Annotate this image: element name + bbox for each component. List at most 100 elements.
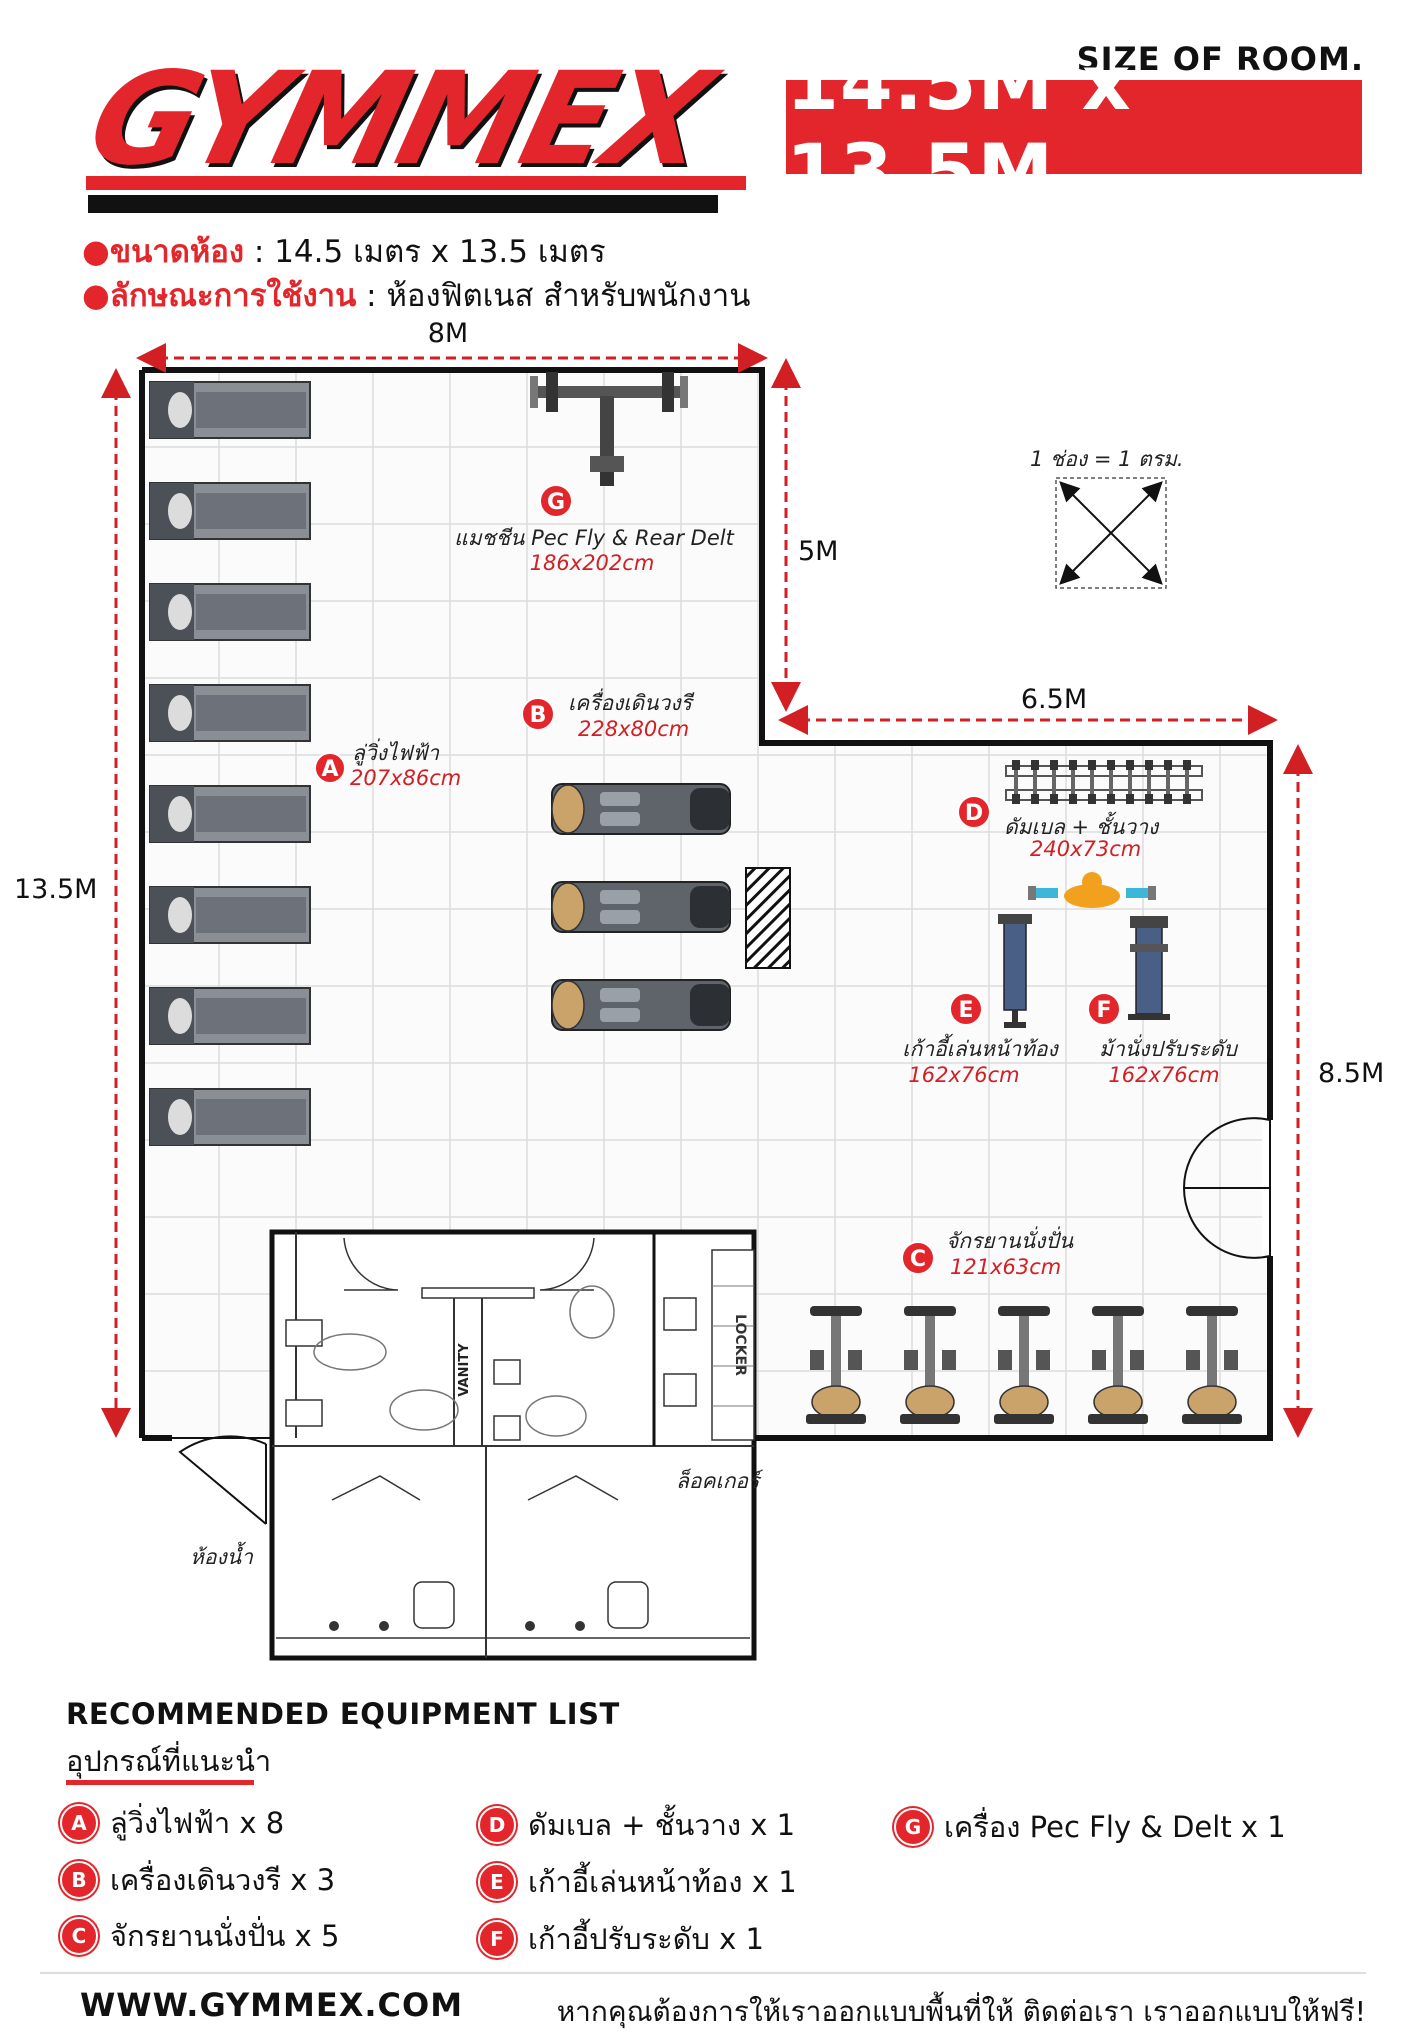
usage-text: : ห้องฟิตเนส สำหรับพนักงาน: [366, 278, 751, 314]
label-e: E เก้าอี้เล่นหน้าท้อง 162x76cm: [902, 992, 1059, 1087]
spin-bike: [806, 1306, 866, 1424]
spin-bike: [994, 1306, 1054, 1424]
dimension-top: 8M: [136, 320, 768, 373]
treadmill: [149, 482, 311, 540]
list-item-text: เก้าอี้เล่นหน้าท้อง x 1: [528, 1865, 797, 1899]
ab-bench-dim: 162x76cm: [908, 1063, 1019, 1087]
svg-text:E: E: [958, 998, 973, 1023]
logo-wordmark: GYMMEX: [75, 45, 723, 194]
toilet-label: ห้องน้ำ: [190, 1541, 254, 1569]
list-item-text: เครื่องเดินวงรี x 3: [110, 1863, 336, 1897]
list-item-text: ลู่วิ่งไฟฟ้า x 8: [110, 1806, 285, 1840]
badge-f: F: [478, 1920, 516, 1958]
room-size-value: 14.5M x 13.5M: [786, 38, 1132, 216]
pec-fly-label: แมชชีน Pec Fly & Rear Delt: [454, 526, 734, 550]
treadmill-label: ลู่วิ่งไฟฟ้า: [352, 738, 440, 766]
ab-bench: [998, 914, 1032, 1028]
badge-g: G: [894, 1808, 932, 1846]
dumbbell-dim: 240x73cm: [1030, 837, 1141, 861]
equipment-list-subtitle: อุปกรณ์ที่แนะนำ: [66, 1744, 272, 1778]
badge-e: E: [478, 1863, 516, 1901]
dumbbell-icon: [1145, 760, 1153, 804]
room-size-text: : 14.5 เมตร x 13.5 เมตร: [253, 234, 606, 270]
dimension-left: 13.5M: [14, 368, 131, 1438]
dumbbell-icon: [1012, 760, 1020, 804]
svg-text:F: F: [1096, 998, 1111, 1023]
logo-red-bar: [86, 176, 746, 190]
svg-text:C: C: [910, 1247, 926, 1272]
bike-group: [806, 1306, 1242, 1424]
locker-text: LOCKER: [732, 1314, 748, 1376]
list-item-text: เครื่อง Pec Fly & Delt x 1: [944, 1810, 1286, 1844]
toilet-door: [172, 1435, 272, 1525]
list-item-d: D ดัมเบล + ชั้นวาง x 1: [478, 1802, 795, 1848]
list-item-text: จักรยานนั่งปั่น x 5: [110, 1919, 340, 1953]
vanity-label: VANITY: [457, 1343, 472, 1397]
list-item-text: เก้าอี้ปรับระดับ x 1: [528, 1922, 765, 1956]
treadmill: [149, 987, 311, 1045]
svg-text:B: B: [530, 703, 547, 728]
label-a: A ลู่วิ่งไฟฟ้า 207x86cm: [314, 738, 461, 790]
info-usage: ●ลักษณะการใช้งาน : ห้องฟิตเนส สำหรับพนัก…: [82, 276, 751, 315]
bike-label: จักรยานนั่งปั่น: [946, 1226, 1074, 1253]
elliptical-label: เครื่องเดินวงรี: [568, 688, 695, 715]
elliptical: [551, 979, 731, 1031]
dumbbell-icon: [1088, 760, 1096, 804]
bathroom-block: VANITY: [269, 1229, 757, 1661]
bike-dim: 121x63cm: [950, 1255, 1061, 1279]
elliptical: [551, 881, 731, 933]
list-item-e: E เก้าอี้เล่นหน้าท้อง x 1: [478, 1859, 797, 1905]
treadmill-group: [149, 381, 311, 1146]
footer-divider: [40, 1972, 1366, 1974]
dumbbell-icon: [1164, 760, 1172, 804]
list-item-g: G เครื่อง Pec Fly & Delt x 1: [894, 1804, 1286, 1850]
list-item-b: B เครื่องเดินวงรี x 3: [60, 1857, 335, 1903]
treadmill: [149, 785, 311, 843]
person-lifting-icon: [1028, 872, 1156, 908]
dimension-mid: 6.5M: [778, 684, 1278, 735]
dumbbell-icon: [1069, 760, 1077, 804]
list-item-c: C จักรยานนั่งปั่น x 5: [60, 1913, 340, 1959]
label-c: C จักรยานนั่งปั่น 121x63cm: [901, 1226, 1074, 1279]
dumbbell-icon: [1050, 760, 1058, 804]
spin-bike: [900, 1306, 960, 1424]
title-underline: [66, 1780, 254, 1785]
ab-bench-label: เก้าอี้เล่นหน้าท้อง: [902, 1033, 1059, 1061]
dumbbell-icon: [1183, 760, 1191, 804]
size-of-room-label: SIZE OF ROOM.: [1076, 40, 1364, 78]
website-link[interactable]: WWW.GYMMEX.COM: [80, 1986, 464, 2024]
dim-6-5m: 6.5M: [1021, 684, 1087, 715]
label-d: D ดัมเบล + ชั้นวาง 240x73cm: [957, 795, 1160, 861]
pec-fly-machine: [530, 372, 688, 486]
dimension-right: 8.5M: [1283, 744, 1384, 1438]
treadmill: [149, 886, 311, 944]
gymmex-logo: GYMMEX: [76, 45, 746, 218]
bullet-icon: ●: [82, 276, 110, 314]
floor-plan: 8M 13.5M 5M 6.5M 8.5M 1 ช่อง = 1 ตรม. A …: [14, 320, 1384, 1661]
dim-8m: 8M: [428, 320, 468, 349]
svg-text:D: D: [965, 801, 983, 826]
grid-legend: 1 ช่อง = 1 ตรม.: [1030, 447, 1184, 589]
treadmill: [149, 381, 311, 439]
dumbbell-rack: [1005, 760, 1203, 804]
badge-a: A: [60, 1804, 98, 1842]
grid-legend-text: 1 ช่อง = 1 ตรม.: [1030, 447, 1184, 471]
dumbbell-label: ดัมเบล + ชั้นวาง: [1004, 811, 1160, 839]
logo-black-bar: [88, 195, 718, 213]
dim-5m: 5M: [798, 536, 838, 567]
footer-note: หากคุณต้องการให้เราออกแบบพื้นที่ให้ ติดต…: [556, 1995, 1366, 2028]
adjustable-bench-dim: 162x76cm: [1108, 1063, 1219, 1087]
dumbbell-icon: [1107, 760, 1115, 804]
spin-bike: [1088, 1306, 1148, 1424]
label-b: B เครื่องเดินวงรี 228x80cm: [521, 688, 695, 741]
adjustable-bench: [1128, 916, 1170, 1020]
bullet-icon: ●: [82, 232, 110, 270]
elliptical: [551, 783, 731, 835]
dumbbell-icon: [1031, 760, 1039, 804]
spin-bike: [1182, 1306, 1242, 1424]
equipment-list-title: RECOMMENDED EQUIPMENT LIST: [66, 1697, 620, 1731]
svg-text:A: A: [321, 757, 338, 782]
badge-b: B: [60, 1861, 98, 1899]
badge-c: C: [60, 1917, 98, 1955]
dim-13-5m: 13.5M: [14, 874, 97, 905]
